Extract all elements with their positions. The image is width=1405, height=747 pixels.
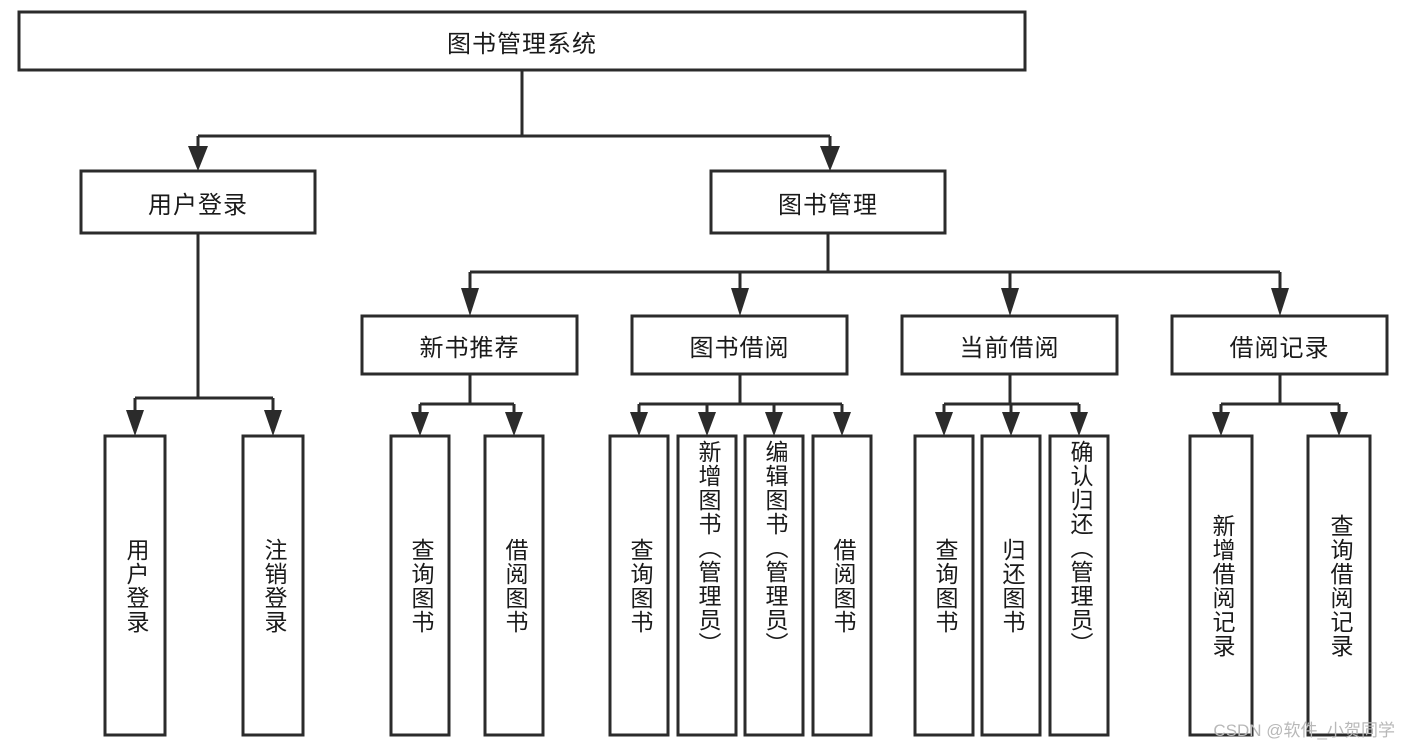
arrowhead-leaf-current-borrow-2 [1070,412,1088,436]
arrowhead-new-book-recommend [461,288,479,316]
arrowhead-leaf-book-borrow-1 [698,412,716,436]
arrowhead-leaf-new-book-0 [411,412,429,436]
connector-currentborrow-to-leaves [935,374,1088,436]
node-book-management[interactable] [709,169,947,235]
node-book-borrow[interactable] [630,314,849,376]
leaf-new-book-0[interactable] [389,434,451,737]
arrowhead-leaf-new-book-1 [505,412,523,436]
leaf-current-borrow-2[interactable] [1048,434,1110,737]
arrowhead-leaf-book-borrow-3 [833,412,851,436]
arrowhead-book-borrow [731,288,749,316]
node-borrow-records[interactable] [1170,314,1389,376]
connector-userlogin-to-leaves [126,233,282,436]
arrowhead-leaf-book-borrow-2 [765,412,783,436]
leaf-book-borrow-0[interactable] [608,434,670,737]
leaf-current-borrow-1[interactable] [980,434,1042,737]
arrowhead-borrow-records [1271,288,1289,316]
arrowhead-leaf-user-login-1 [264,410,282,436]
arrowhead-leaf-book-borrow-0 [630,412,648,436]
node-root[interactable] [17,10,1027,72]
arrowhead-leaf-borrow-records-1 [1330,412,1348,436]
connector-root-to-level2 [188,70,840,171]
node-new-book-recommend[interactable] [360,314,579,376]
leaf-book-borrow-1[interactable] [676,434,738,737]
node-current-borrow[interactable] [900,314,1119,376]
leaf-current-borrow-0[interactable] [913,434,975,737]
leaf-user-login-0[interactable] [103,434,167,737]
arrowhead-leaf-current-borrow-0 [935,412,953,436]
arrowhead-user-login [188,146,208,171]
connector-borrowrecords-to-leaves [1212,374,1348,436]
arrowhead-leaf-user-login-0 [126,410,144,436]
leaf-new-book-1[interactable] [483,434,545,737]
arrowhead-leaf-borrow-records-0 [1212,412,1230,436]
leaf-borrow-records-0[interactable] [1188,434,1254,737]
leaf-user-login-1[interactable] [241,434,305,737]
connector-bookborrow-to-leaves [630,374,851,436]
arrowhead-leaf-current-borrow-1 [1002,412,1020,436]
leaf-book-borrow-2[interactable] [743,434,805,737]
arrowhead-current-borrow [1001,288,1019,316]
leaf-borrow-records-1[interactable] [1306,434,1372,737]
connector-newbook-to-leaves [411,374,523,436]
leaf-book-borrow-3[interactable] [811,434,873,737]
watermark-text: CSDN @软件_小贺同学 [1213,721,1395,740]
arrowhead-book-management [820,146,840,171]
node-user-login[interactable] [79,169,317,235]
connector-bookmgmt-to-level3 [461,233,1289,316]
